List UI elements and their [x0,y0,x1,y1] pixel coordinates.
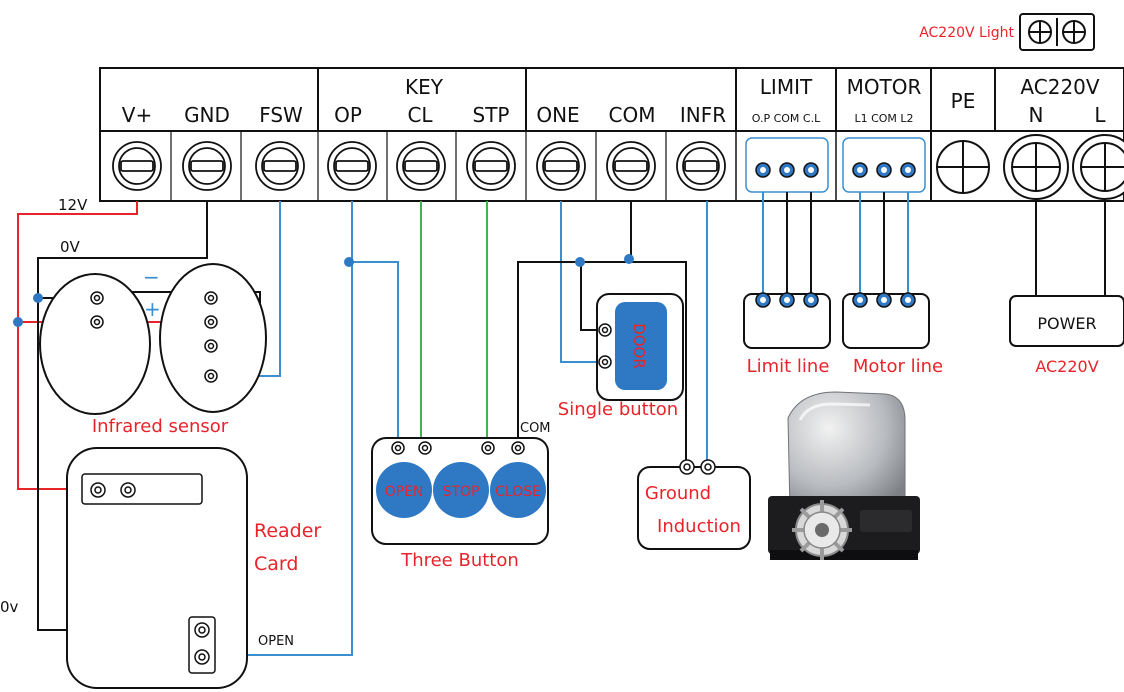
ground-induction-label-1: Ground [645,483,711,504]
motor-connector [842,137,926,193]
label-vplus: V+ [122,103,152,127]
three-button-box [371,437,549,545]
sensor-plus: + [144,297,161,321]
btn-close-label: CLOSE [495,484,541,500]
wire-0v-lower-label: 0v [0,598,19,616]
infrared-sensor [39,263,267,415]
power-sub-label: AC220V [1035,357,1098,376]
btn-stop-label: STOP [443,484,480,500]
ground-induction-box [637,459,751,550]
single-button-box [596,293,684,401]
btn-close [490,462,546,518]
reader-card-label-2: Card [254,553,298,575]
motor-line-label: Motor line [853,356,943,377]
limit-connector [745,137,829,193]
three-button-label: Three Button [400,550,519,571]
power-label: POWER [1037,314,1096,333]
btn-open [376,462,432,518]
infrared-sensor-label: Infrared sensor [92,416,229,437]
ac220v-light-label: AC220V Light [919,25,1014,41]
label-one: ONE [536,103,579,127]
label-limit-sub: O.P COM C.L [752,112,821,125]
ground-induction-label-2: Induction [657,516,741,537]
limit-line-box [743,292,831,349]
label-n: N [1029,103,1044,127]
wire-one [560,201,604,363]
light-terminal-icon [1019,13,1095,51]
label-op: OP [334,103,362,127]
btn-open-label: OPEN [385,484,424,500]
label-gnd: GND [184,103,230,127]
wire-motor [859,192,909,296]
wire-12v-label: 12V [58,196,88,214]
power-screws [936,134,1124,200]
label-com: COM [609,103,656,127]
wire-open-reader [211,262,353,656]
label-pe: PE [951,89,976,113]
label-cl: CL [407,103,433,127]
wire-open-label: OPEN [258,634,294,649]
screw-terminals [112,141,726,191]
label-l: L [1094,103,1106,127]
label-fsw: FSW [259,103,303,127]
sensor-minus: − [143,265,160,289]
header-ac220v: AC220V [1020,75,1099,99]
wire-com-label: COM [520,421,551,436]
header-motor: MOTOR [847,75,922,99]
motor-line-box [842,292,930,349]
label-infr: INFR [680,103,726,127]
gate-motor-image [768,391,920,560]
btn-stop [433,462,489,518]
door-label: DOOR [630,323,648,369]
power-box [1009,295,1124,347]
label-motor-sub: L1 COM L2 [854,112,913,125]
wire-power [1035,199,1106,296]
reader-card [66,447,248,689]
wire-0v-label: 0V [60,238,81,256]
header-limit: LIMIT [760,75,813,99]
wire-limit [762,192,812,296]
single-button-label: Single button [558,399,678,420]
limit-line-label: Limit line [747,356,830,377]
header-key: KEY [405,75,444,99]
reader-card-label-1: Reader [254,520,321,542]
wire-op [351,201,399,440]
label-stp: STP [473,103,510,127]
